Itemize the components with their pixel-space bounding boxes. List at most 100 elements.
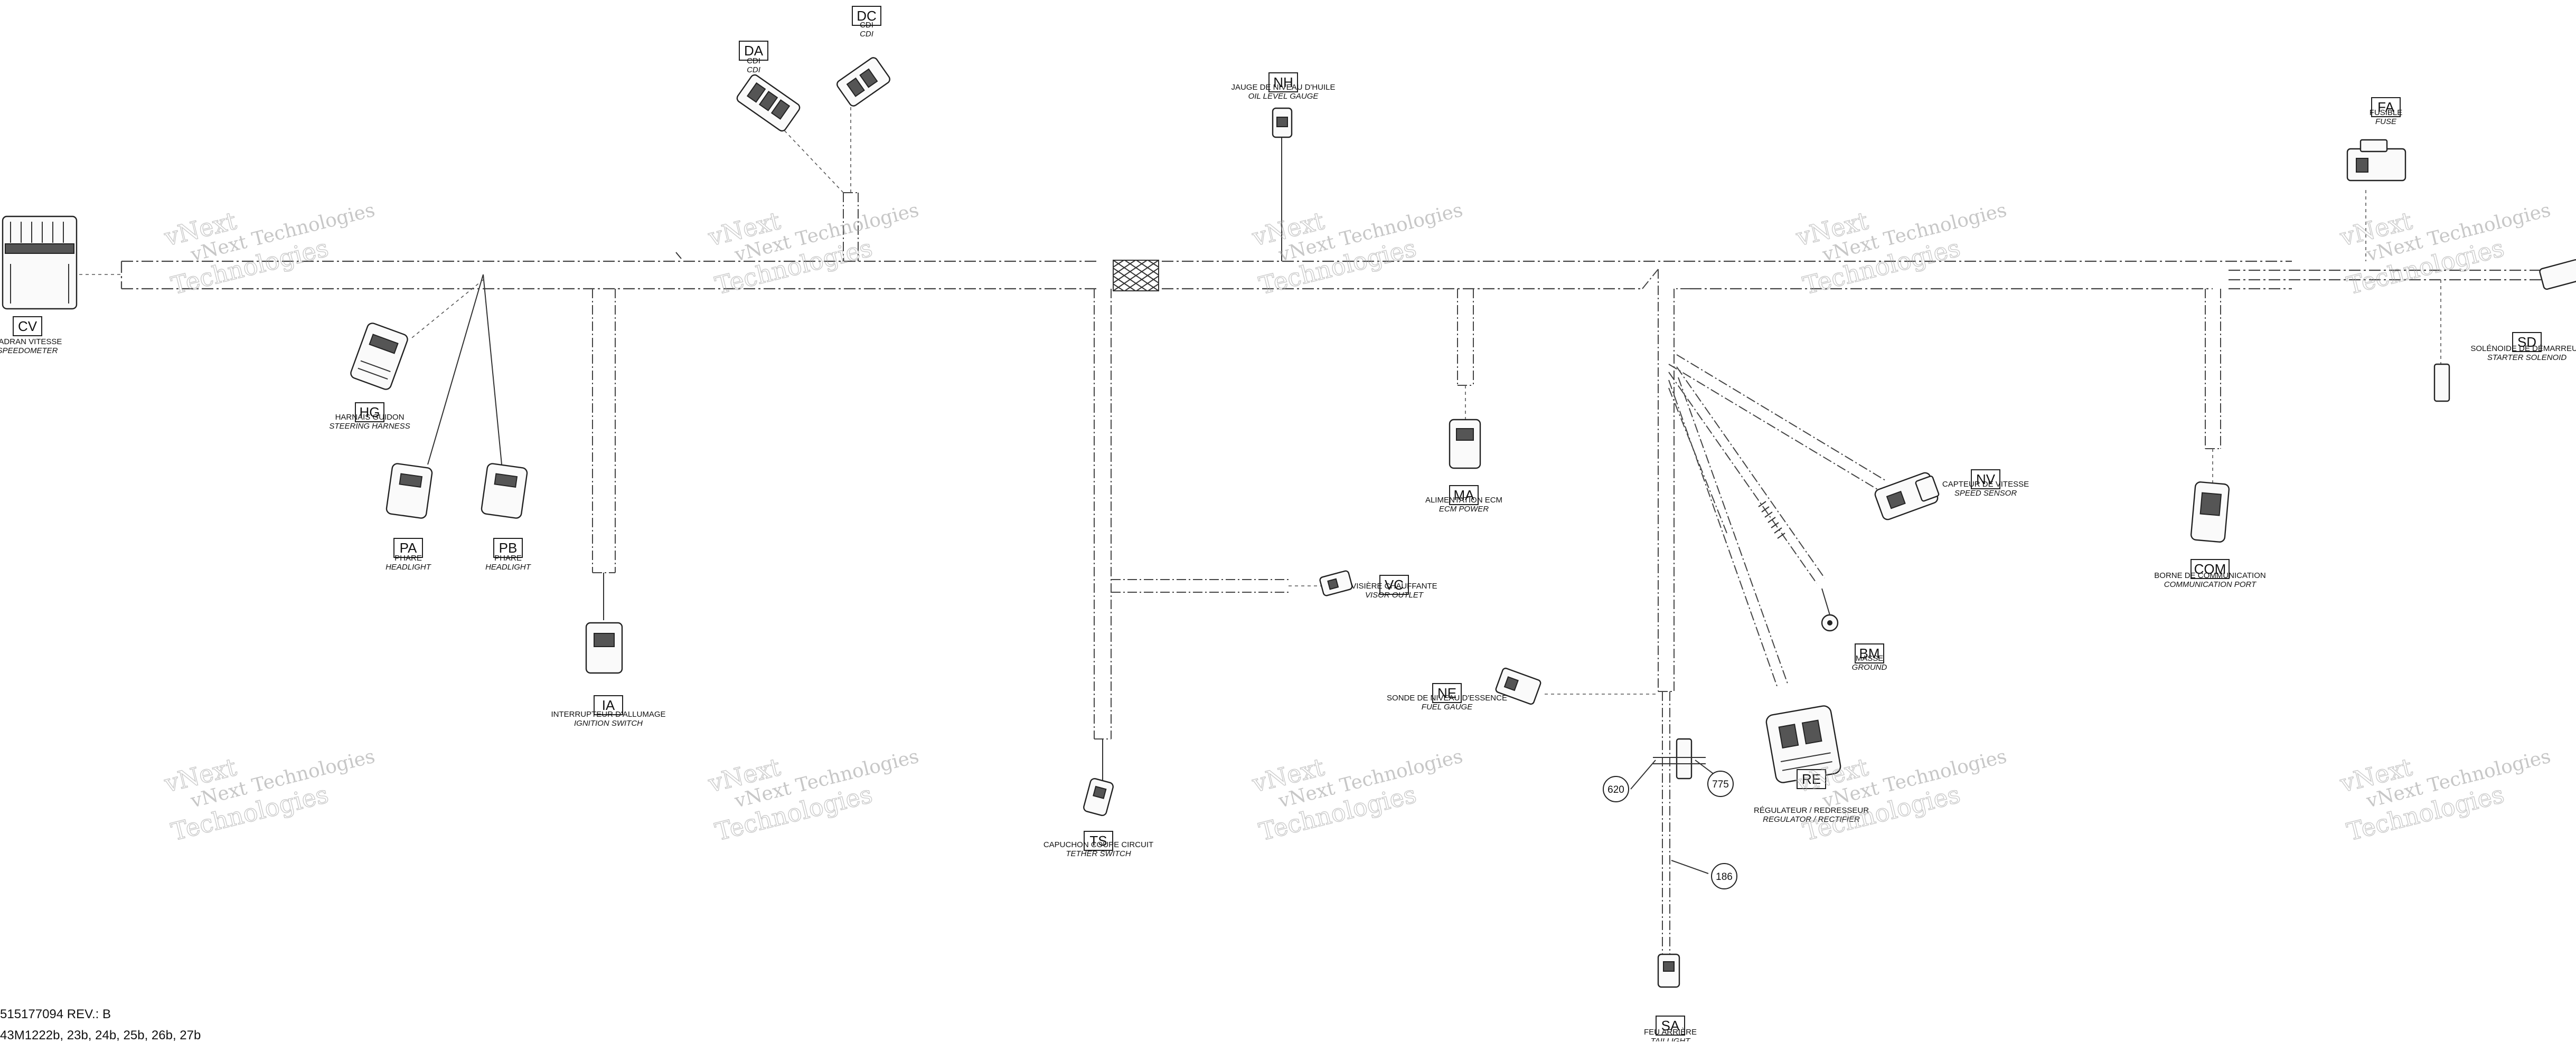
connector-fa-graphic bbox=[2346, 139, 2406, 182]
connector-code-box bbox=[2371, 97, 2401, 117]
connector-code-box bbox=[1432, 683, 1462, 703]
connector-code: IA bbox=[602, 697, 615, 713]
connector-label-fr: VISIÈRE CHAUFFANTE bbox=[1351, 582, 1437, 591]
connector-code-box bbox=[2190, 559, 2230, 579]
connector-label-fr: FUSIBLE bbox=[2370, 108, 2403, 117]
callout-number: 775 bbox=[1712, 779, 1729, 790]
connector-code-box bbox=[1449, 485, 1479, 505]
connector-label-fr: PHARE bbox=[394, 554, 422, 563]
connector-code-box bbox=[493, 538, 523, 558]
connector-label-fr: CDI bbox=[747, 56, 760, 65]
connector-code: COM bbox=[2194, 561, 2226, 577]
model-list: 43M1222b, 23b, 24b, 25b, 26b, 27b bbox=[0, 1028, 201, 1042]
connector-label-en: COMMUNICATION PORT bbox=[2164, 580, 2257, 589]
callout-775: 775 bbox=[1707, 771, 1734, 797]
connector-labels: CVCADRAN VITESSESPEEDOMETERDACDICDIDCCDI… bbox=[0, 6, 2576, 1041]
callout-number: 620 bbox=[1607, 784, 1624, 795]
connector-code: MA bbox=[1454, 487, 1475, 503]
connector-code-box bbox=[2512, 332, 2542, 352]
connector-code: PA bbox=[400, 540, 417, 556]
connector-code-box bbox=[1656, 1016, 1685, 1036]
connector-label-fr: CAPUCHON COUPE CIRCUIT bbox=[1043, 840, 1153, 849]
connector-code: HG bbox=[360, 404, 380, 420]
callout-circle bbox=[1711, 863, 1737, 889]
branch-wires bbox=[411, 74, 2441, 955]
callout-186: 186 bbox=[1711, 863, 1737, 889]
connector-cv-graphic bbox=[2, 215, 78, 310]
connector-code-box bbox=[1268, 72, 1298, 92]
connector-code-box bbox=[594, 695, 623, 715]
connector-code-box bbox=[1855, 643, 1884, 663]
connector-label-fr: BORNE DE COMMUNICATION bbox=[2154, 571, 2265, 580]
connector-ma-graphic bbox=[1449, 419, 1481, 469]
connector-code: DA bbox=[744, 43, 764, 59]
connector-label-en: CDI bbox=[860, 30, 873, 39]
connector-label-en: GROUND bbox=[1852, 663, 1887, 672]
connector-code-box bbox=[1971, 469, 2000, 489]
connector-ts-graphic bbox=[1083, 777, 1114, 817]
connector-code: SD bbox=[2517, 334, 2536, 350]
connector-bm-graphic bbox=[1821, 588, 1839, 632]
connector-code: BM bbox=[1859, 646, 1880, 661]
connector-nh-graphic bbox=[1272, 107, 1293, 138]
connector-label-fr: JAUGE DE NIVEAU D'HUILE bbox=[1231, 83, 1335, 92]
connector-code-box bbox=[393, 538, 423, 558]
connector-code: CV bbox=[18, 318, 37, 334]
connector-com-graphic bbox=[2190, 481, 2230, 543]
connector-label-en: HEADLIGHT bbox=[485, 563, 532, 572]
connector-label-en: SPEEDOMETER bbox=[0, 346, 58, 355]
connector-code-box bbox=[739, 41, 768, 61]
connector-label-en: TETHER SWITCH bbox=[1066, 849, 1131, 858]
connector-label-en: REGULATOR / RECTIFIER bbox=[1763, 815, 1860, 824]
connector-hg-graphic bbox=[350, 323, 408, 390]
connector-label-fr: INTERRUPTEUR D'ALLUMAGE bbox=[551, 710, 665, 719]
connector-dc-graphic bbox=[836, 57, 890, 107]
connector-sd-graphic bbox=[2433, 259, 2576, 402]
connector-label-en: CDI bbox=[747, 65, 760, 74]
connector-code-box bbox=[1379, 575, 1409, 595]
connector-label-fr: SONDE DE NIVEAU D'ESSENCE bbox=[1387, 694, 1507, 703]
splice-graphic bbox=[1653, 738, 1706, 780]
connector-label-fr: RÉGULATEUR / REDRESSEUR bbox=[1754, 806, 1869, 815]
connector-pa-graphic bbox=[386, 463, 433, 519]
connector-nv-graphic bbox=[1874, 472, 1940, 520]
connector-label-fr: FEU ARRIÈRE bbox=[1644, 1028, 1697, 1037]
connector-code: SA bbox=[1661, 1018, 1680, 1033]
connector-label-en: VISOR OUTLET bbox=[1365, 591, 1424, 600]
connector-code: NE bbox=[1437, 685, 1456, 701]
connector-code: DC bbox=[857, 8, 877, 24]
connector-label-en: STARTER SOLENOID bbox=[2487, 353, 2566, 362]
connector-label-en: SPEED SENSOR bbox=[1954, 489, 2017, 498]
connector-da-graphic bbox=[736, 74, 801, 132]
connector-label-fr: HARNAIS GUIDON bbox=[335, 413, 405, 422]
connector-label-en: TAILLIGHT bbox=[1651, 1037, 1691, 1041]
callout-circle bbox=[1603, 776, 1629, 802]
connector-code-box bbox=[13, 316, 42, 336]
connector-label-fr: SOLÉNOIDE DE DÉMARREUR bbox=[2470, 344, 2576, 353]
connector-label-en: FUEL GAUGE bbox=[1422, 703, 1473, 712]
connector-label-en: FUSE bbox=[2375, 117, 2397, 126]
callout-circle bbox=[1707, 771, 1734, 797]
